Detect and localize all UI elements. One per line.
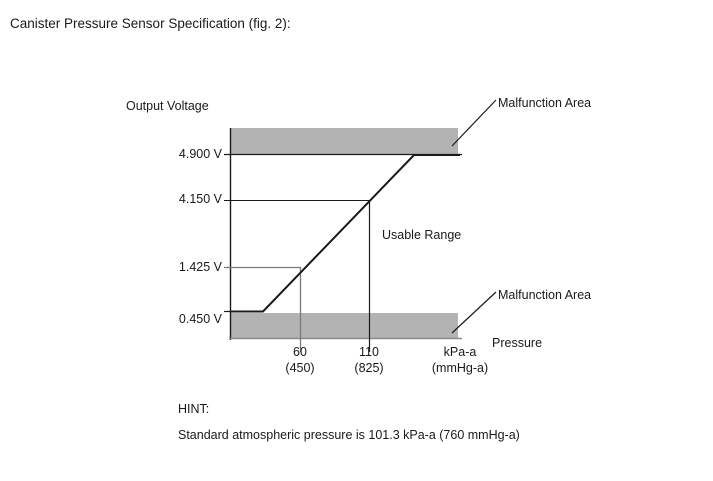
- malfunction-band-upper: [230, 128, 458, 154]
- x-tick-group-60kpa: 60 (450): [250, 344, 350, 376]
- annotation-malfunction-area-upper: Malfunction Area: [498, 96, 592, 110]
- x-tick-group-110kpa: 110 (825): [319, 344, 419, 376]
- page-title: Canister Pressure Sensor Specification (…: [10, 16, 291, 31]
- y-tick-label-450mv: 0.450 V: [178, 312, 222, 326]
- x-tick-label-60kpa-primary: 60: [293, 345, 307, 359]
- leader-line-malfunction-upper: [451, 99, 497, 147]
- x-unit-label-secondary: (mmHg-a): [431, 361, 489, 375]
- hint-title: HINT:: [178, 402, 210, 416]
- x-tick-label-110kpa-primary: 110: [359, 345, 379, 359]
- x-unit-label-primary: kPa-a: [443, 345, 477, 359]
- annotation-usable-range: Usable Range: [382, 228, 462, 242]
- y-tick-label-4150mv: 4.150 V: [178, 192, 222, 206]
- y-tick-label-4900mv: 4.900 V: [178, 147, 222, 161]
- x-tick-label-60kpa-secondary: (450): [285, 361, 315, 375]
- leader-line-malfunction-lower: [451, 291, 497, 334]
- annotation-malfunction-area-lower: Malfunction Area: [498, 288, 592, 302]
- y-tick-label-1425mv: 1.425 V: [178, 260, 222, 274]
- x-tick-label-110kpa-secondary: (825): [354, 361, 384, 375]
- sensor-output-curve: [231, 154, 460, 313]
- malfunction-band-lower: [230, 313, 458, 338]
- x-axis-title: Pressure: [492, 336, 543, 350]
- hint-text: Standard atmospheric pressure is 101.3 k…: [178, 428, 520, 442]
- x-tick-group-units: kPa-a (mmHg-a): [408, 344, 512, 376]
- y-axis-title: Output Voltage: [126, 99, 209, 113]
